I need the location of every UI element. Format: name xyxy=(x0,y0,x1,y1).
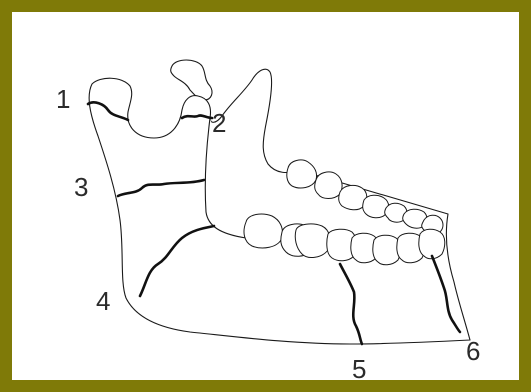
mandible-body xyxy=(89,69,470,344)
label-4: 4 xyxy=(96,286,110,316)
coronoid-tip xyxy=(171,60,212,100)
label-1: 1 xyxy=(56,84,70,114)
label-3: 3 xyxy=(74,172,88,202)
label-6: 6 xyxy=(466,336,480,366)
label-5: 5 xyxy=(352,354,366,384)
label-2: 2 xyxy=(212,108,226,138)
